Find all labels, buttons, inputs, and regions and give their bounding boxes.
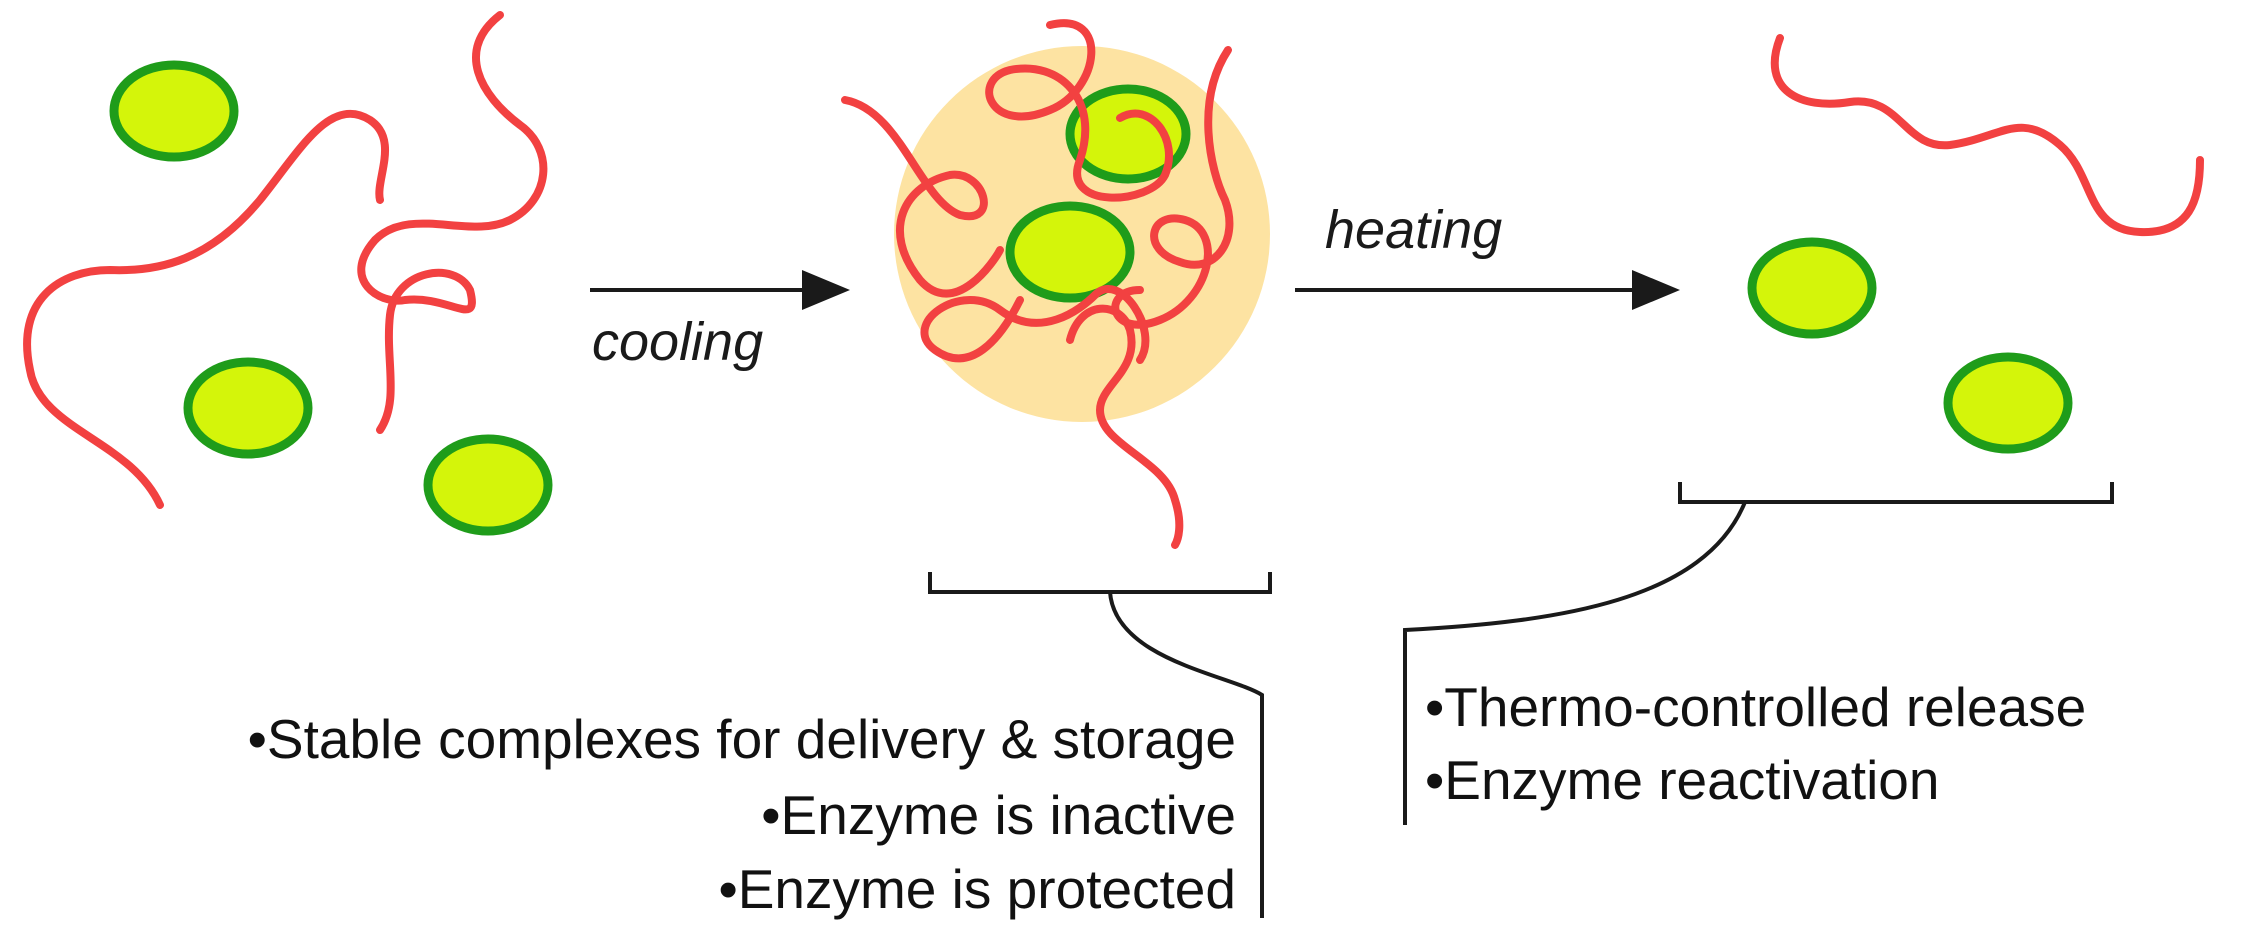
cooling-arrow: cooling xyxy=(590,270,850,372)
complex-bracket xyxy=(928,572,1272,918)
stage-free-state xyxy=(23,11,553,536)
enzyme xyxy=(183,357,313,459)
complex-note-3: •Enzyme is protected xyxy=(718,858,1236,920)
heating-label: heating xyxy=(1325,200,1502,260)
enzyme xyxy=(1747,237,1877,339)
cooling-label: cooling xyxy=(592,312,763,372)
enzyme xyxy=(109,60,239,162)
stage-released xyxy=(1747,34,2204,454)
heating-arrow: heating xyxy=(1295,200,1680,310)
polymer-chain xyxy=(985,19,1173,202)
released-note-1: •Thermo-controlled release xyxy=(1425,676,2087,738)
released-note-2: •Enzyme reactivation xyxy=(1425,749,1940,811)
complex-note-2: •Enzyme is inactive xyxy=(761,784,1236,846)
complex-note-1: •Stable complexes for delivery & storage xyxy=(247,708,1236,770)
polymer-chain xyxy=(357,11,548,434)
released-bracket xyxy=(1403,482,2114,825)
polymer-chain xyxy=(23,109,389,509)
enzyme xyxy=(1065,84,1191,184)
polymer-chain xyxy=(1066,304,1184,549)
stage-complex xyxy=(841,19,1270,549)
polymer-chain xyxy=(920,285,1150,364)
polymer-chain xyxy=(1770,34,2204,237)
enzyme xyxy=(1943,352,2073,454)
polymer-chain xyxy=(841,96,1004,298)
enzyme xyxy=(423,434,553,536)
enzyme xyxy=(1005,201,1135,303)
